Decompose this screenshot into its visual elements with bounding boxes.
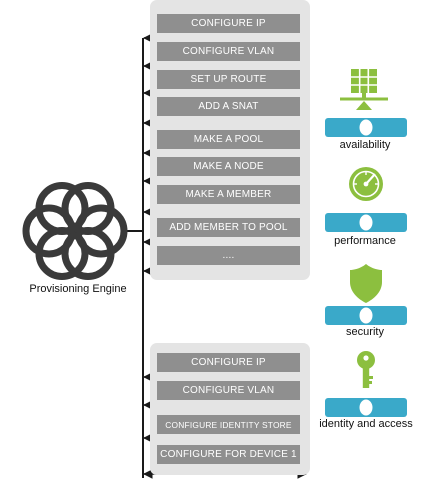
workflow-bottom-step: CONFIGURE IP <box>157 353 300 372</box>
service-slider-knob <box>359 399 373 416</box>
service-label-performance: performance <box>334 235 396 247</box>
key-icon <box>357 351 375 388</box>
workflow-bottom-step: CONFIGURE IDENTITY STORE <box>157 415 300 434</box>
workflow-top-step: MAKE A NODE <box>157 157 300 176</box>
workflow-top-step: CONFIGURE IP <box>157 14 300 33</box>
workflow-top-step: MAKE A MEMBER <box>157 185 300 204</box>
service-label-security: security <box>346 326 384 338</box>
workflow-top-step: .... <box>157 246 300 265</box>
workflow-top-step: ADD MEMBER TO POOL <box>157 218 300 237</box>
service-label-identity-and-access: identity and access <box>319 418 413 430</box>
workflow-top-step: CONFIGURE VLAN <box>157 42 300 61</box>
engine-label: Provisioning Engine <box>29 283 127 295</box>
service-slider-knob <box>359 307 373 324</box>
service-slider-knob <box>359 214 373 231</box>
service-label-availability: availability <box>339 139 391 151</box>
workflow-top-step: ADD A SNAT <box>157 97 300 116</box>
workflow-bottom-step: CONFIGURE FOR DEVICE 1 <box>157 445 300 464</box>
network-device-icon <box>340 69 388 110</box>
shield-icon <box>350 264 382 303</box>
engine-ring <box>35 182 89 235</box>
workflow-bottom-step: CONFIGURE VLAN <box>157 381 300 400</box>
workflow-top-step: MAKE A POOL <box>157 130 300 149</box>
engine-ring <box>61 182 115 235</box>
speedometer-icon <box>349 167 383 201</box>
workflow-top-step: SET UP ROUTE <box>157 70 300 89</box>
service-slider-knob <box>359 119 373 136</box>
